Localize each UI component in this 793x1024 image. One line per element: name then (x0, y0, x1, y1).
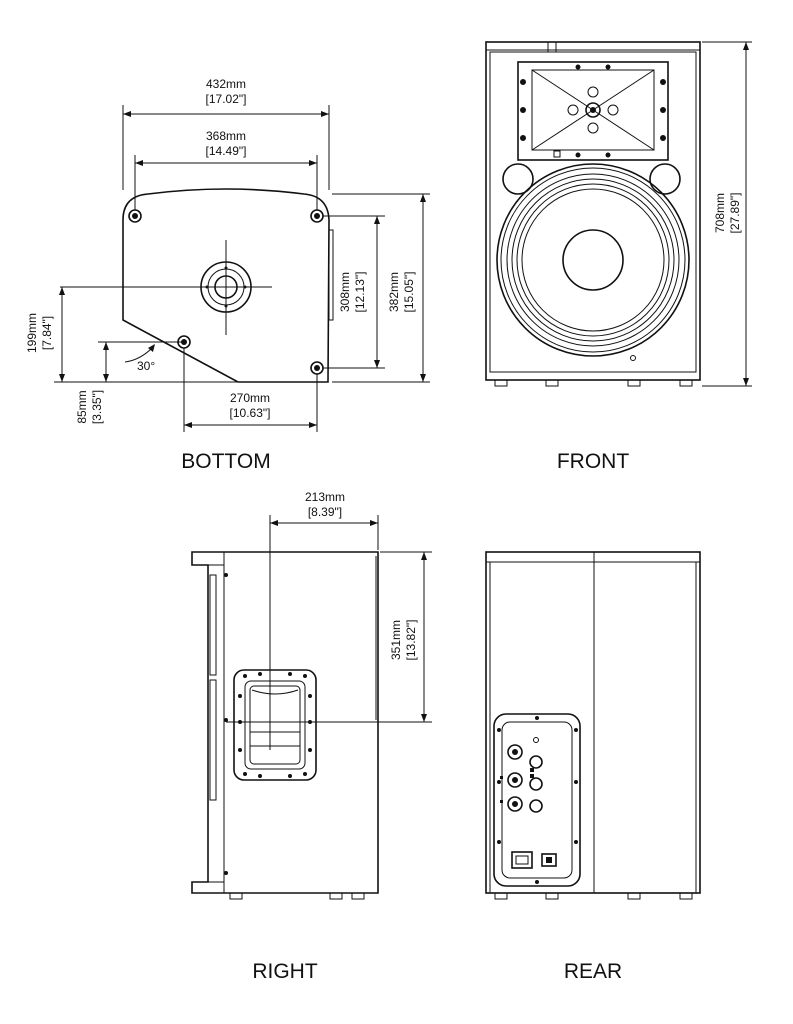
power-switch (541, 853, 557, 867)
dim-432 (122, 105, 330, 190)
dim-270 (183, 348, 318, 432)
right-view (191, 515, 432, 900)
dim-368 (134, 155, 318, 210)
power-inlet (511, 851, 533, 869)
label-270-mm: 270mm (230, 391, 270, 405)
label-368-mm: 368mm (206, 129, 246, 143)
rear-knob-1 (529, 755, 543, 769)
rear-xlr-out (507, 796, 523, 812)
port-left (502, 163, 534, 195)
label-199-mm: 199mm (25, 313, 39, 353)
amplifier-panel (493, 713, 581, 887)
side-handle (233, 669, 317, 781)
bottom-side-rail (328, 229, 334, 321)
dim-308 (323, 215, 385, 369)
label-213-in: [8.39"] (308, 505, 342, 519)
view-label-right: RIGHT (252, 960, 318, 983)
dimension-labels: 432mm [17.02"] 368mm [14.49"] 308mm [12.… (25, 77, 742, 660)
port-right (649, 163, 681, 195)
label-308-mm: 308mm (338, 272, 352, 312)
dim-351 (226, 551, 432, 723)
view-label-rear: REAR (564, 960, 622, 983)
label-708-mm: 708mm (713, 193, 727, 233)
label-432-in: [17.02"] (206, 92, 247, 106)
dim-angle (124, 344, 155, 363)
view-label-bottom: BOTTOM (181, 450, 270, 473)
label-199-in: [7.84"] (40, 316, 54, 350)
label-270-in: [10.63"] (230, 406, 271, 420)
label-351-in: [13.82"] (404, 620, 418, 661)
label-432-mm: 432mm (206, 77, 246, 91)
label-85-in: [3.35"] (90, 390, 104, 424)
rear-knob-3 (529, 799, 543, 813)
pole-socket (60, 240, 272, 335)
rear-view (485, 551, 701, 900)
label-351-mm: 351mm (389, 620, 403, 660)
view-labels: BOTTOM FRONT RIGHT REAR (181, 450, 629, 983)
rear-input-connector (507, 744, 523, 760)
label-708-in: [27.89"] (728, 193, 742, 234)
label-85-mm: 85mm (75, 390, 89, 423)
dim-199 (54, 287, 238, 383)
right-cabinet (191, 551, 379, 894)
horn-tweeter (517, 61, 669, 161)
label-382-in: [15.05"] (402, 272, 416, 313)
bottom-view (54, 105, 430, 432)
label-30-deg: 30° (137, 359, 155, 373)
rear-cabinet (485, 551, 701, 894)
label-213-mm: 213mm (305, 490, 345, 504)
woofer (496, 163, 690, 357)
view-label-front: FRONT (557, 450, 629, 473)
rear-xlr-in (507, 772, 523, 788)
dim-708 (702, 41, 752, 387)
front-view (485, 41, 752, 387)
dim-213 (269, 515, 379, 750)
dim-85 (98, 341, 184, 382)
rear-knob-2 (529, 777, 543, 791)
label-382-mm: 382mm (387, 272, 401, 312)
dim-382 (332, 193, 430, 383)
label-308-in: [12.13"] (353, 272, 367, 313)
label-368-in: [14.49"] (206, 144, 247, 158)
front-cabinet (485, 41, 701, 381)
